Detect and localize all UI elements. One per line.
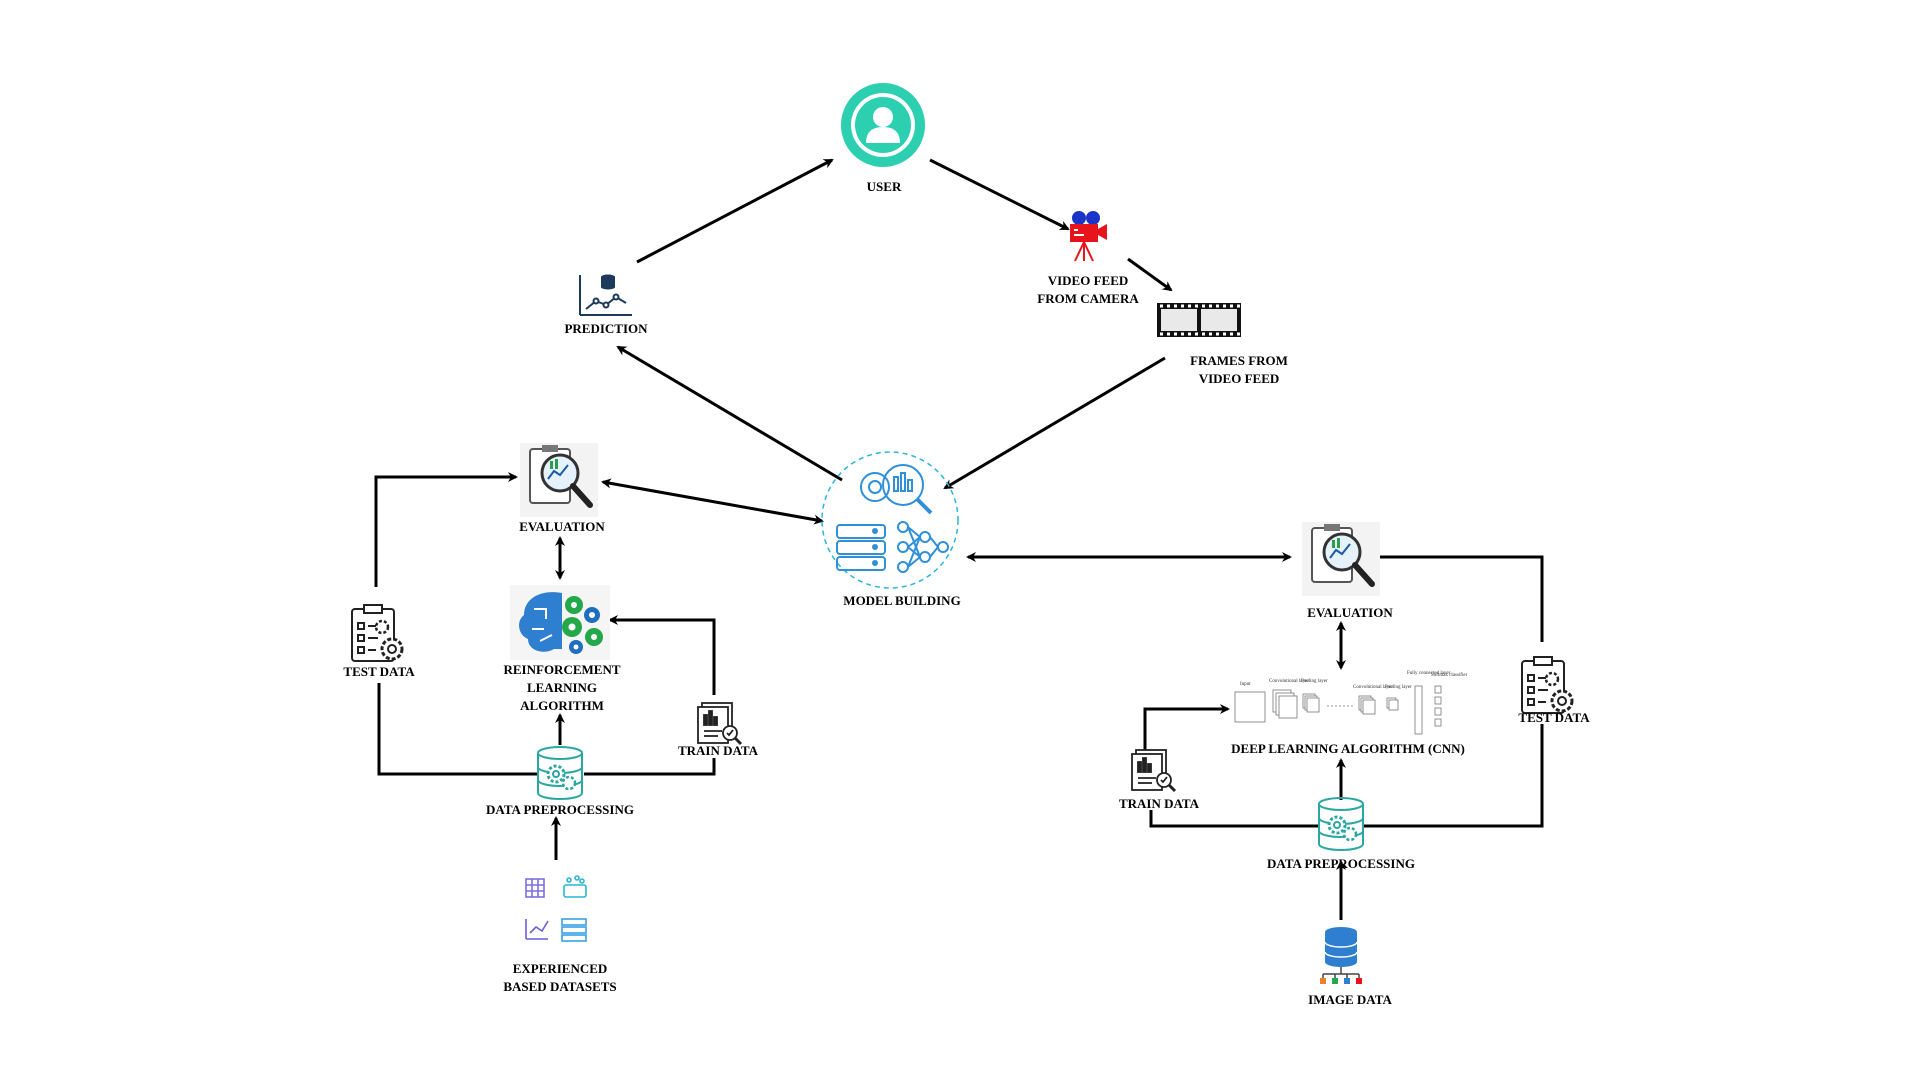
brain-gears-icon: [510, 585, 610, 660]
user-label: USER: [866, 179, 902, 194]
video-feed-label-line1: VIDEO FEED: [1047, 273, 1129, 288]
left-datasets-label-line1: EXPERIENCED: [512, 961, 608, 976]
arrow-camera-to-frames: [1127, 257, 1173, 292]
left-algorithm-label: REINFORCEMENT LEARNING ALGORITHM: [503, 661, 620, 715]
left-database-gear-icon: [537, 746, 583, 800]
right-document-chart-icon: [1131, 749, 1177, 793]
left-preprocessing-label: DATA PREPROCESSING: [486, 802, 634, 817]
right-evaluation-label: EVALUATION: [1307, 605, 1393, 620]
arrow-right-preproc-to-test: [1363, 724, 1544, 828]
model-building-icon: [821, 451, 959, 589]
left-algorithm-label-line1: REINFORCEMENT: [503, 662, 621, 677]
arrow-right-test-to-eval: [1360, 552, 1544, 642]
video-feed-label: VIDEO FEED FROM CAMERA: [1037, 272, 1138, 308]
cnn-label-pool2: Pooling layer: [1385, 685, 1412, 690]
left-test-data-label: TEST DATA: [343, 664, 415, 679]
frames-label-line1: FRAMES FROM: [1190, 353, 1288, 368]
connectors: [374, 158, 1544, 920]
right-test-data-label: TEST DATA: [1518, 710, 1590, 725]
left-algorithm-label-line2: LEARNING: [526, 680, 598, 695]
arrow-prediction-to-user: [636, 158, 834, 264]
left-evaluation-icon: [520, 443, 598, 517]
left-datasets-label-line2: BASED DATASETS: [503, 979, 617, 994]
right-evaluation-icon: [1302, 522, 1380, 596]
left-train-data-label: TRAIN DATA: [677, 743, 759, 758]
arrow-left-eval-model: [601, 478, 824, 525]
model-building-label: MODEL BUILDING: [843, 593, 961, 608]
right-image-data-label: IMAGE DATA: [1308, 992, 1392, 1007]
film-strip-icon: [1157, 303, 1241, 337]
left-evaluation-label: EVALUATION: [519, 519, 605, 534]
arrow-right-preproc-to-train: [1149, 810, 1320, 828]
right-clipboard-gear-icon: [1521, 656, 1574, 714]
video-feed-label-line2: FROM CAMERA: [1037, 291, 1139, 306]
arrow-right-train-to-algorithm: [1143, 704, 1230, 750]
frames-label-line2: VIDEO FEED: [1198, 371, 1280, 386]
prediction-label: PREDICTION: [564, 321, 648, 336]
dataset-grid-icon: [525, 875, 587, 942]
right-algorithm-label: DEEP LEARNING ALGORITHM (CNN): [1231, 741, 1465, 756]
arrow-left-train-to-algorithm: [608, 615, 716, 695]
cnn-label-pool1: Pooling layer: [1301, 679, 1328, 684]
prediction-chart-icon: [579, 274, 632, 316]
database-network-icon: [1320, 927, 1362, 984]
right-preprocessing-label: DATA PREPROCESSING: [1267, 856, 1415, 871]
cnn-label-conv1: Convolutional layer: [1269, 679, 1309, 684]
arrow-left-preproc-to-train: [584, 758, 716, 776]
cnn-label-conv2: Convolutional layer: [1353, 685, 1393, 690]
arrow-left-preproc-to-test: [377, 683, 537, 776]
cnn-label-fc: Fully connected layer: [1407, 671, 1451, 676]
left-algorithm-label-line3: ALGORITHM: [520, 698, 604, 713]
arrow-model-to-prediction: [616, 345, 843, 482]
right-train-data-label: TRAIN DATA: [1118, 796, 1200, 811]
arrow-frames-to-model: [943, 356, 1166, 490]
arrow-left-test-to-eval: [374, 472, 518, 587]
arrow-user-to-camera: [929, 158, 1070, 231]
right-database-gear-icon: [1318, 797, 1364, 851]
left-clipboard-gear-icon: [351, 604, 404, 662]
cnn-label-softmax: Softmax classifier: [1431, 673, 1468, 678]
cnn-label-input: Input: [1240, 682, 1251, 687]
left-datasets-label: EXPERIENCED BASED DATASETS: [503, 960, 616, 996]
video-camera-icon: [1070, 211, 1107, 262]
cnn-architecture-icon: Input Convolutional layer Pooling layer …: [1234, 671, 1468, 735]
frames-label: FRAMES FROM VIDEO FEED: [1190, 352, 1288, 388]
left-document-chart-icon: [697, 702, 743, 746]
user-avatar-icon: [841, 83, 925, 167]
